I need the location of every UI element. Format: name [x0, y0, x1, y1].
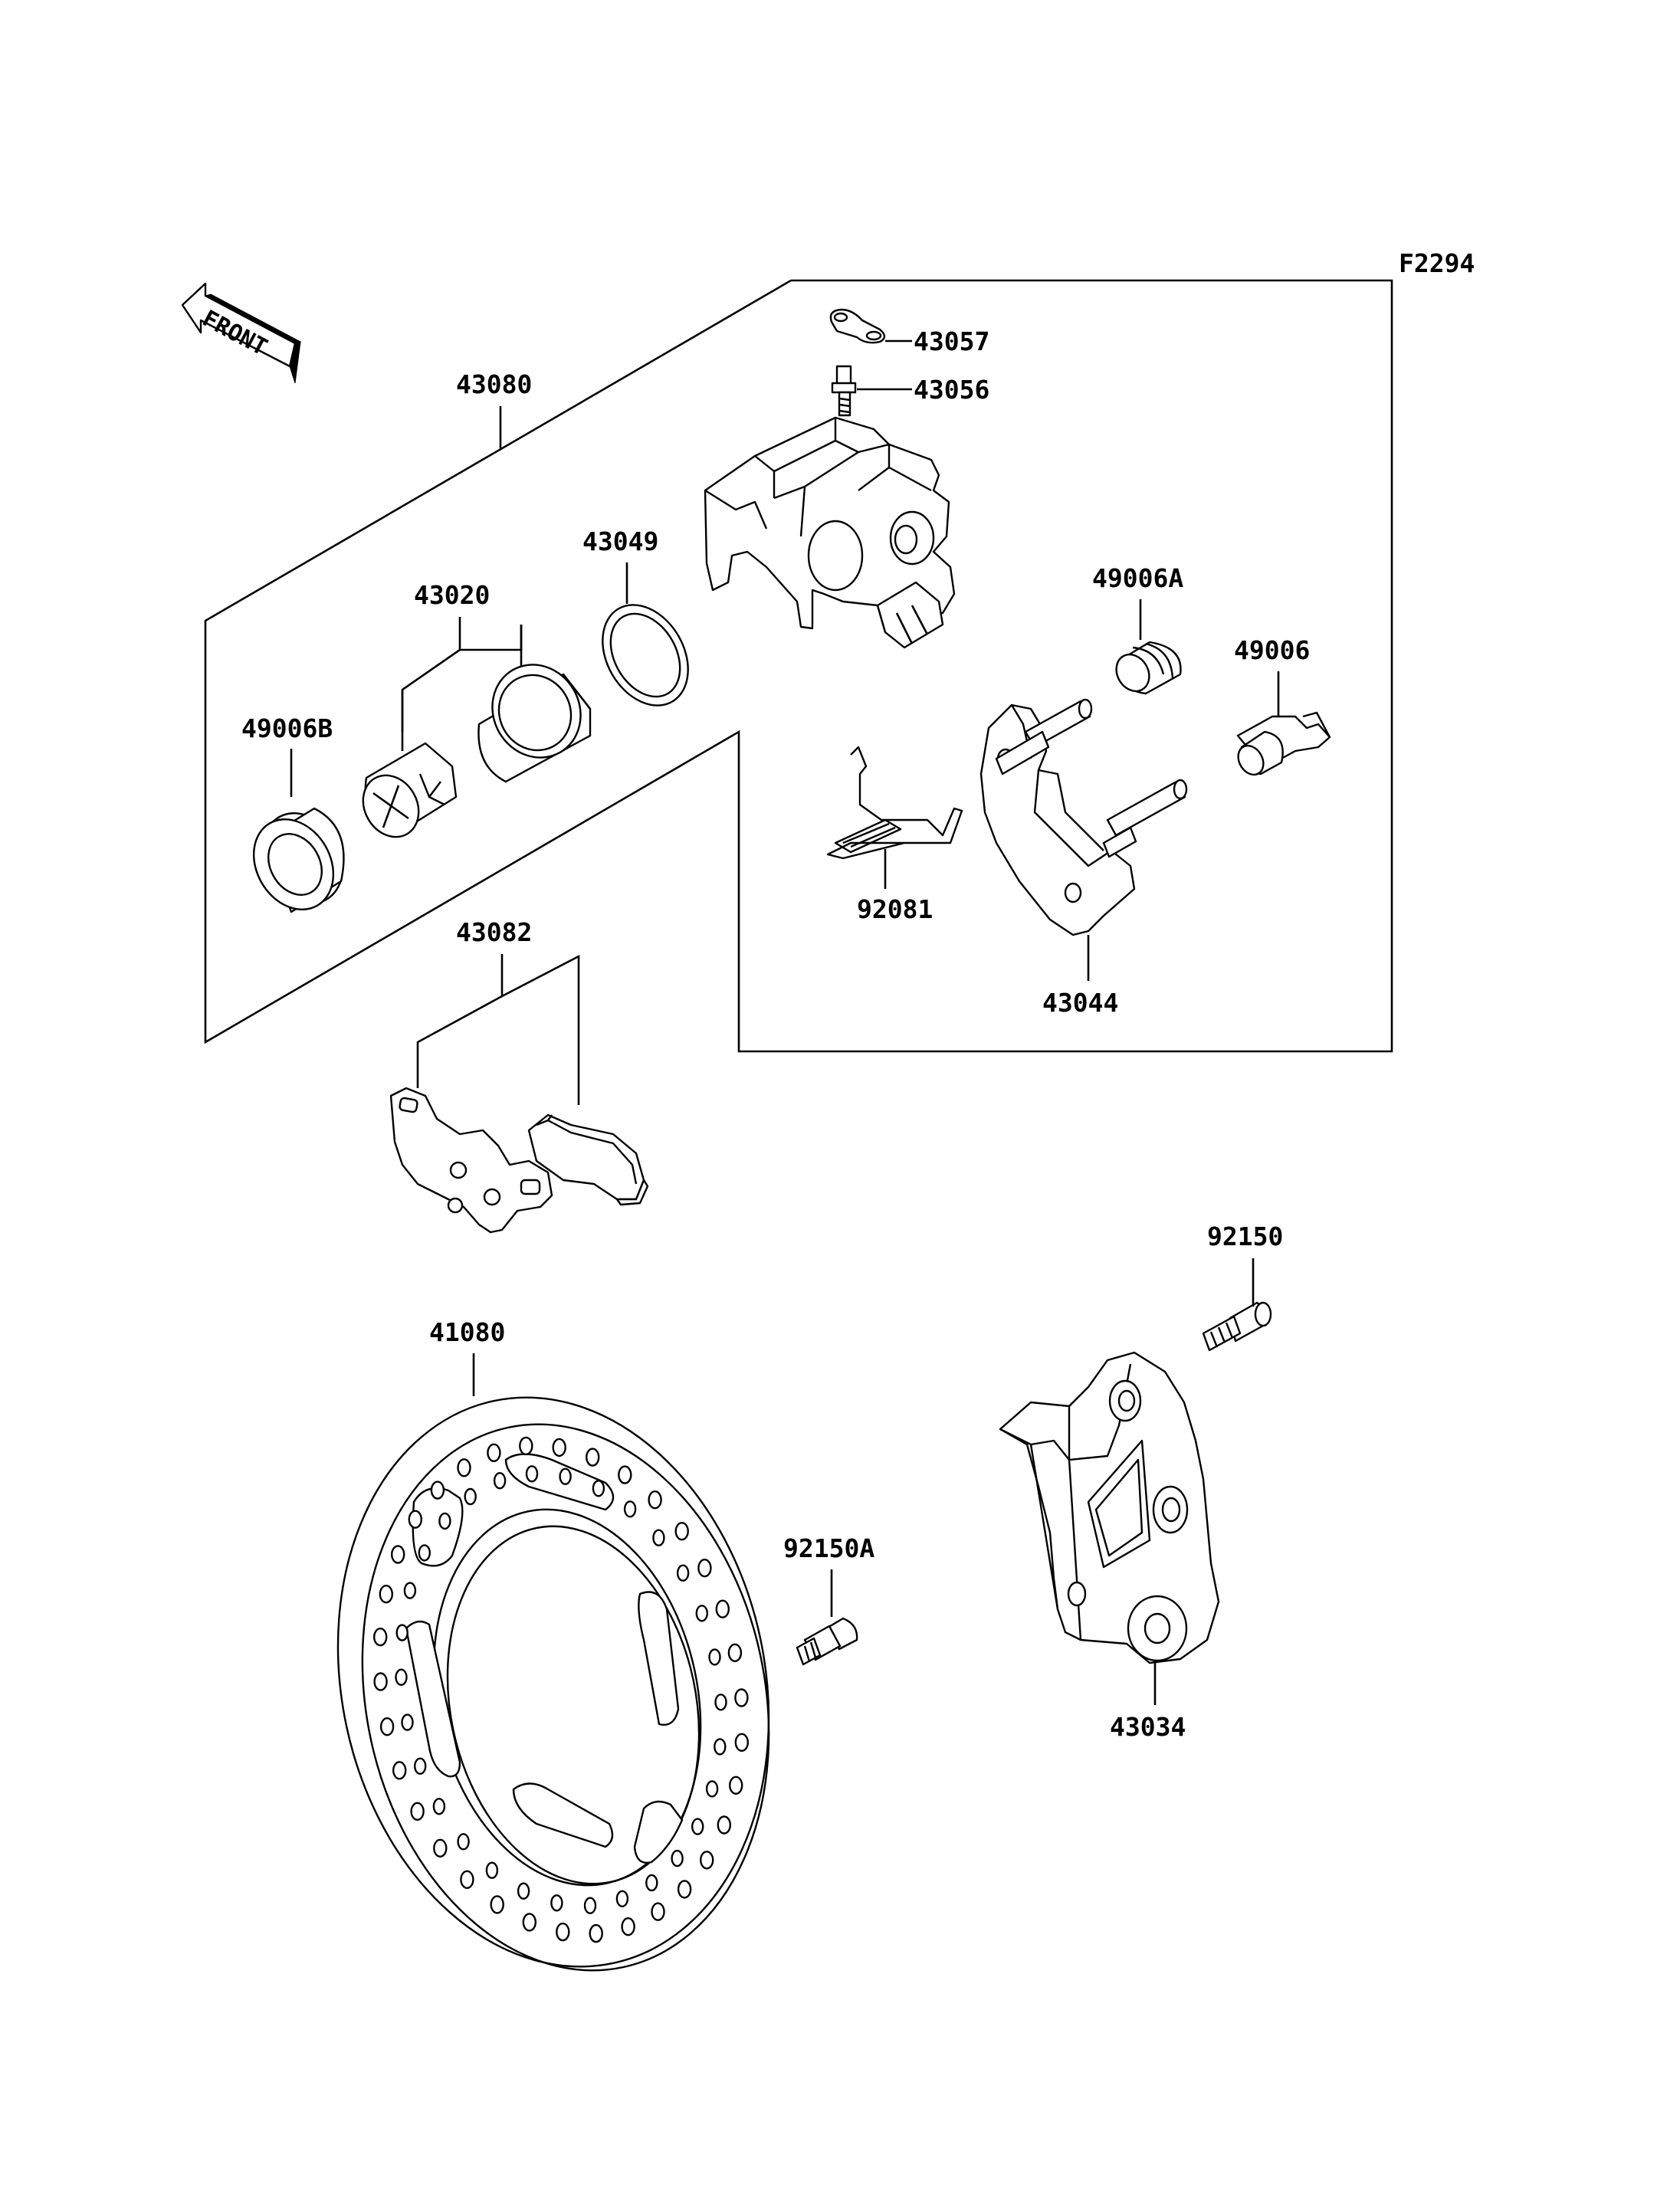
disc-hole	[697, 1558, 712, 1578]
part-label-43056: 43056	[914, 375, 989, 405]
disc-hole	[433, 1838, 448, 1858]
disc-hole	[677, 1880, 692, 1899]
disc-screw-part	[796, 1617, 858, 1666]
disc-hole	[432, 1798, 446, 1815]
part-label-43057: 43057	[914, 326, 989, 356]
figure-code: F2294	[1399, 248, 1475, 278]
piston-seal-ring-part	[602, 604, 689, 707]
disc-hole	[373, 1672, 388, 1691]
disc-hole	[621, 1917, 635, 1936]
disc-hole	[645, 1874, 658, 1892]
part-label-49006B: 49006B	[241, 713, 333, 743]
disc-hole	[379, 1717, 395, 1736]
disc-hole	[395, 1624, 409, 1641]
caliper-bracket-part	[979, 698, 1188, 936]
pad-spring-part	[826, 746, 963, 860]
disc-hole	[490, 1895, 504, 1914]
disc-hole	[623, 1500, 637, 1518]
disc-hole	[457, 1458, 471, 1477]
brake-pad-set-part	[389, 1087, 649, 1234]
disc-hole	[379, 1584, 393, 1604]
disc-hole	[734, 1733, 749, 1753]
brake-caliper-body-part	[704, 416, 956, 649]
disc-hole	[493, 1471, 507, 1490]
caliper-piston-part	[477, 664, 592, 783]
disc-hole	[727, 1643, 743, 1663]
disc-hole	[460, 1870, 474, 1890]
disc-hole	[615, 1890, 629, 1908]
part-label-43082: 43082	[456, 917, 532, 947]
disc-hole	[651, 1902, 665, 1921]
caliper-holder-part	[999, 1351, 1220, 1664]
part-label-43020: 43020	[414, 580, 490, 610]
part-label-49006A: 49006A	[1092, 563, 1183, 593]
disc-hole	[556, 1922, 570, 1942]
part-label-43034: 43034	[1110, 1712, 1186, 1742]
disc-hole	[418, 1544, 431, 1562]
disc-hole	[525, 1465, 539, 1483]
disc-hole	[589, 1923, 603, 1943]
disc-hole	[522, 1913, 536, 1932]
disc-hole	[652, 1529, 665, 1546]
disc-hole	[674, 1521, 689, 1541]
disc-hole	[648, 1490, 662, 1510]
bracket-bolt-part	[1202, 1301, 1272, 1352]
bleeder-valve-part	[831, 365, 857, 417]
disc-hole	[714, 1694, 727, 1711]
disc-hole	[438, 1512, 451, 1530]
disc-hole	[691, 1818, 704, 1835]
disc-hole	[519, 1436, 533, 1456]
piston-insulator-part	[362, 742, 458, 838]
disc-hole	[517, 1882, 530, 1900]
disc-hole	[410, 1802, 425, 1822]
pin-boot-part	[1115, 641, 1182, 695]
part-label-43044: 43044	[1042, 988, 1118, 1018]
disc-hole	[583, 1897, 597, 1914]
disc-hole	[464, 1487, 477, 1506]
disc-hole	[586, 1448, 600, 1467]
front-direction-arrow-icon: FRONT	[181, 282, 302, 384]
disc-hole	[392, 1761, 407, 1780]
disc-hole	[487, 1443, 501, 1463]
pin-bolt-boot-part	[1236, 711, 1331, 776]
disc-hole	[414, 1757, 427, 1775]
part-label-92081: 92081	[857, 894, 933, 924]
disc-hole	[714, 1738, 727, 1756]
part-label-43049: 43049	[582, 526, 658, 556]
dust-seal-part	[252, 807, 345, 913]
part-label-41080: 41080	[429, 1317, 505, 1347]
disc-hole	[734, 1688, 749, 1707]
disc-hole	[618, 1465, 632, 1484]
bleeder-cap-part	[829, 308, 886, 344]
disc-hole	[408, 1510, 422, 1529]
brake-disc-part	[336, 1396, 770, 1972]
disc-hole	[729, 1776, 743, 1795]
part-label-49006: 49006	[1234, 635, 1310, 665]
disc-hole	[550, 1894, 563, 1912]
disc-hole	[708, 1648, 721, 1666]
part-label-92150A: 92150A	[783, 1533, 874, 1563]
disc-hole	[715, 1599, 730, 1618]
part-label-43080: 43080	[456, 369, 532, 399]
disc-hole	[430, 1481, 445, 1500]
disc-hole	[485, 1861, 499, 1879]
disc-hole	[552, 1438, 566, 1458]
disc-hole	[717, 1815, 731, 1835]
disc-hole	[592, 1480, 605, 1497]
caliper-assembly-boundary	[204, 279, 1393, 1053]
disc-hole	[403, 1582, 417, 1599]
disc-hole	[700, 1851, 714, 1870]
disc-hole	[401, 1713, 414, 1731]
disc-hole	[373, 1627, 388, 1647]
disc-hole	[671, 1849, 684, 1867]
disc-hole	[676, 1564, 690, 1582]
disc-hole	[705, 1780, 719, 1798]
disc-hole	[559, 1467, 572, 1485]
disc-hole	[391, 1545, 405, 1564]
disc-hole	[695, 1605, 708, 1622]
disc-hole	[457, 1833, 470, 1851]
disc-hole	[395, 1668, 408, 1686]
part-label-92150: 92150	[1207, 1221, 1283, 1251]
